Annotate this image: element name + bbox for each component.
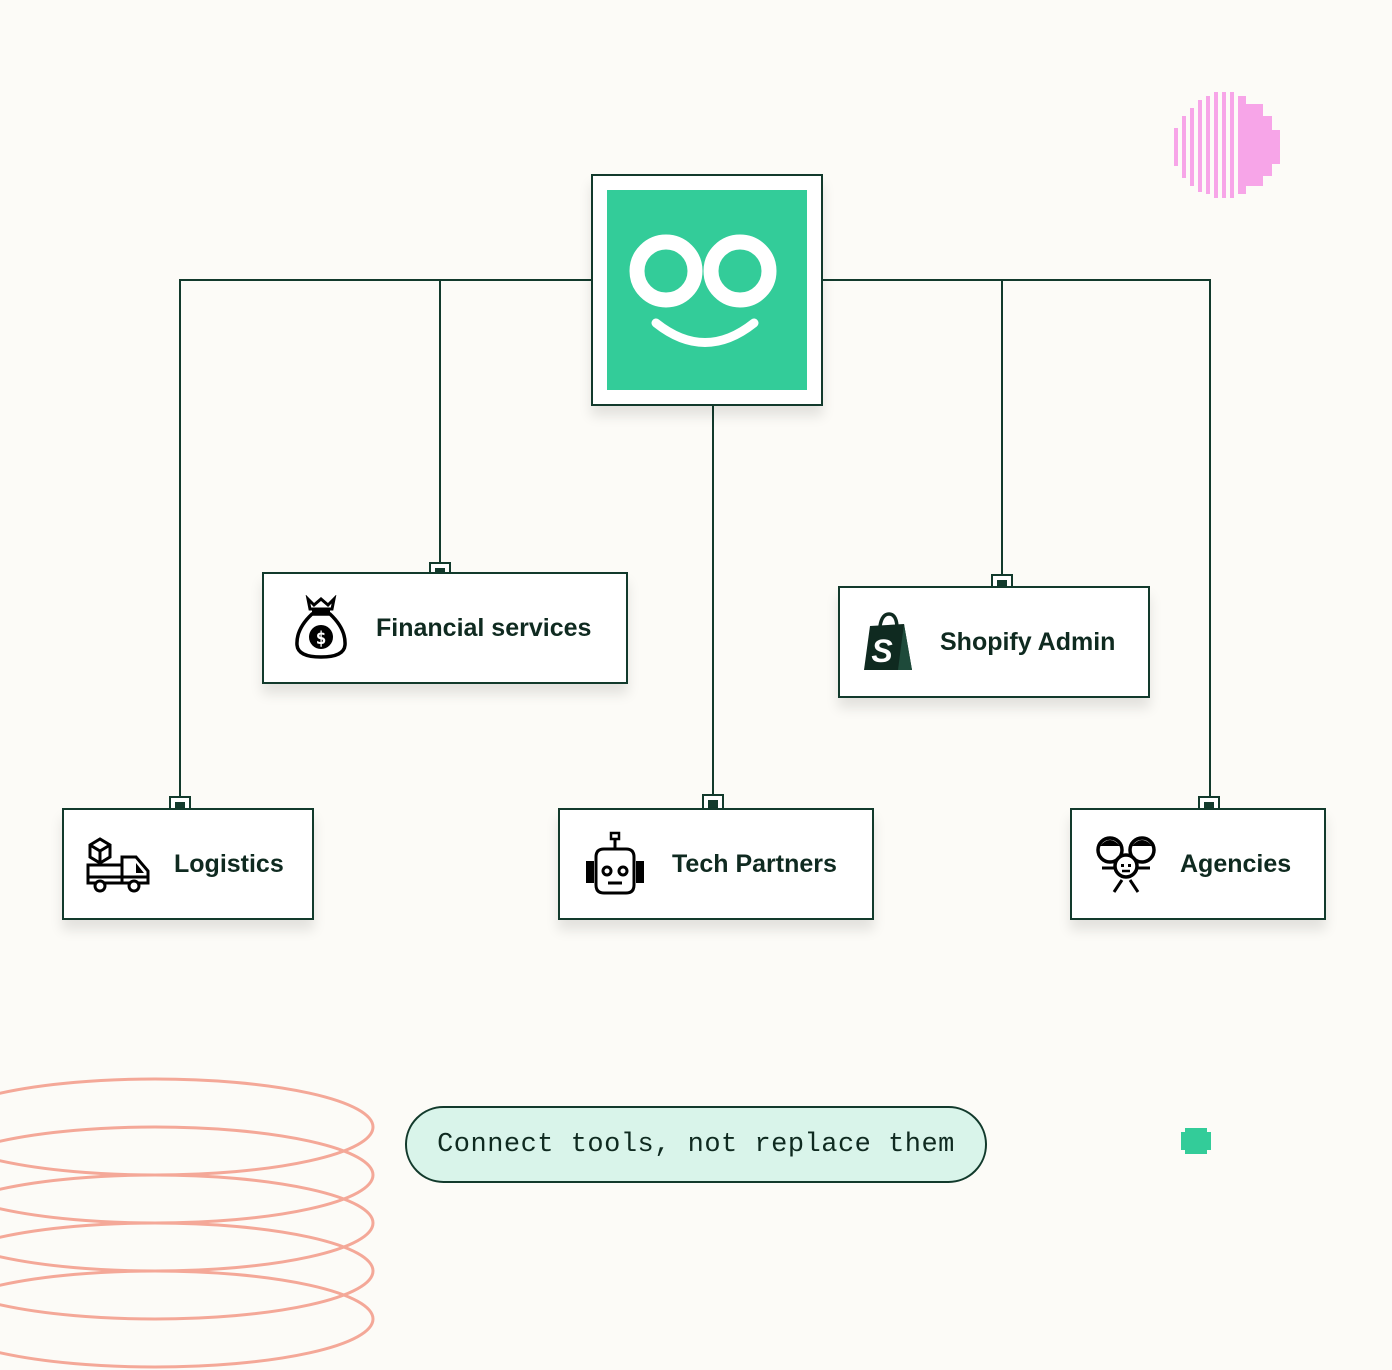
node-financial-label: Financial services [376, 613, 592, 642]
node-shopify-label: Shopify Admin [940, 627, 1116, 656]
tagline-pill: Connect tools, not replace them [405, 1106, 987, 1183]
smiley-face-logo-icon [607, 190, 807, 390]
node-logistics-label: Logistics [174, 849, 284, 878]
svg-text:$: $ [316, 628, 327, 649]
robot-icon [586, 831, 644, 895]
green-pixel-dot-decoration [1181, 1128, 1211, 1154]
people-group-icon [1096, 836, 1156, 893]
shopify-bag-icon: S [864, 612, 912, 670]
node-agencies-label: Agencies [1180, 849, 1292, 878]
node-logistics[interactable]: Logistics [62, 808, 314, 920]
node-shopify-admin[interactable]: S Shopify Admin [838, 586, 1150, 698]
node-tech-partners[interactable]: Tech Partners [558, 808, 874, 920]
node-tech-label: Tech Partners [672, 849, 837, 878]
node-agencies[interactable]: Agencies [1070, 808, 1326, 920]
coral-spiral-decoration [0, 1077, 375, 1369]
money-bag-icon: $ [295, 595, 347, 659]
connector-lines [179, 279, 1211, 796]
svg-text:S: S [871, 633, 893, 669]
pink-pixel-circle-decoration [1174, 92, 1280, 198]
node-financial-services[interactable]: $ Financial services [262, 572, 628, 684]
delivery-truck-icon [86, 837, 150, 893]
hub-logo-box[interactable] [591, 174, 823, 406]
